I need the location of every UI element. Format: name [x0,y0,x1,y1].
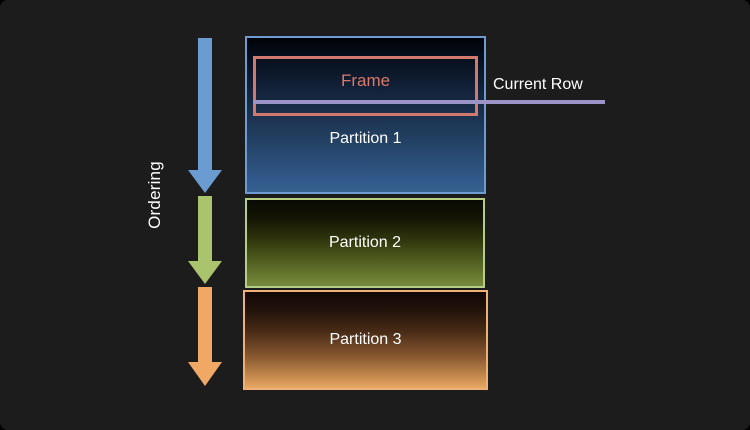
blue-arrow-shaft [198,38,212,170]
partition-1-label: Partition 1 [329,130,402,147]
partition-2-box: Partition 2 [245,198,485,288]
green-arrow-shaft [198,196,212,261]
partition-3-label: Partition 3 [329,331,402,348]
orange-arrow [188,287,222,386]
green-arrow [188,196,222,284]
partition-2-label: Partition 2 [328,234,402,251]
green-arrow-head [188,261,222,284]
partition-3-box: Partition 3 [243,290,488,390]
orange-arrow-head [188,362,222,386]
blue-arrow [188,38,222,193]
frame-box: Frame [253,56,478,116]
blue-arrow-head [188,170,222,193]
orange-arrow-shaft [198,287,212,362]
ordering-axis-label: Ordering [145,161,164,229]
current-row-label: Current Row [493,76,583,93]
frame-label: Frame [340,71,391,90]
current-row-line [253,100,605,104]
